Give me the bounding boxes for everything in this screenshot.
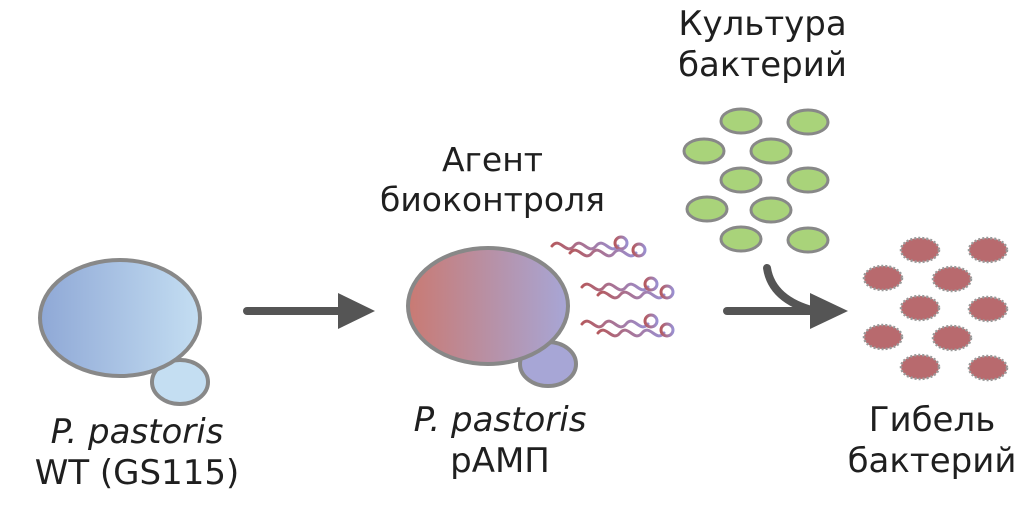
live-bacterium bbox=[682, 137, 726, 165]
dead-bacterium bbox=[931, 324, 973, 352]
dead-bacterium bbox=[899, 236, 941, 264]
dead-bacteria-group bbox=[862, 236, 1009, 382]
live-bacterium bbox=[786, 226, 830, 254]
dead-bacterium bbox=[899, 353, 941, 381]
amp-title: P. pastoris bbox=[413, 400, 587, 440]
live-bacterium bbox=[719, 225, 763, 253]
agent-label: Агент биоконтроля bbox=[360, 140, 625, 219]
amp-subtitle: pАМП bbox=[450, 440, 550, 481]
culture-label: Культура бактерий bbox=[660, 4, 865, 86]
arrow-2-head-icon bbox=[810, 293, 848, 329]
dead-bacterium bbox=[967, 295, 1009, 323]
live-bacterium bbox=[719, 107, 763, 135]
amp-label: P. pastoris pАМП bbox=[385, 400, 615, 482]
peptide-icon bbox=[580, 276, 659, 292]
dead-bacterium bbox=[967, 354, 1009, 382]
culture-line-1: Культура bbox=[678, 4, 847, 44]
dead-bacterium bbox=[862, 264, 904, 292]
wt-label: P. pastoris WT (GS115) bbox=[22, 412, 252, 494]
peptide-icon bbox=[550, 235, 629, 251]
wt-subtitle: WT (GS115) bbox=[34, 452, 240, 493]
dead-bacterium bbox=[899, 294, 941, 322]
live-bacterium bbox=[786, 108, 830, 136]
death-label: Гибель бактерий bbox=[836, 400, 1028, 482]
live-bacterium bbox=[749, 137, 793, 165]
peptide-icon bbox=[568, 242, 647, 258]
arrow-1-icon bbox=[243, 293, 375, 329]
wt-yeast-cell bbox=[38, 258, 210, 406]
agent-line-2: биоконтроля bbox=[380, 179, 605, 219]
peptide-icon bbox=[596, 284, 675, 300]
agent-line-1: Агент bbox=[441, 140, 543, 179]
live-bacteria-group bbox=[682, 107, 830, 254]
death-line-1: Гибель bbox=[868, 400, 996, 440]
dead-bacterium bbox=[931, 265, 973, 293]
live-bacterium bbox=[749, 196, 793, 224]
death-line-2: бактерий bbox=[847, 440, 1017, 481]
wt-title: P. pastoris bbox=[50, 412, 224, 452]
live-bacterium bbox=[719, 166, 763, 194]
peptide-icon bbox=[596, 322, 675, 338]
arrow-2-icon bbox=[723, 264, 819, 315]
amp-yeast-cell bbox=[406, 246, 578, 388]
live-bacterium bbox=[685, 195, 729, 223]
dead-bacterium bbox=[967, 236, 1009, 264]
culture-line-2: бактерий bbox=[678, 44, 847, 85]
dead-bacterium bbox=[862, 323, 904, 351]
peptide-icon bbox=[580, 313, 659, 329]
live-bacterium bbox=[786, 166, 830, 194]
